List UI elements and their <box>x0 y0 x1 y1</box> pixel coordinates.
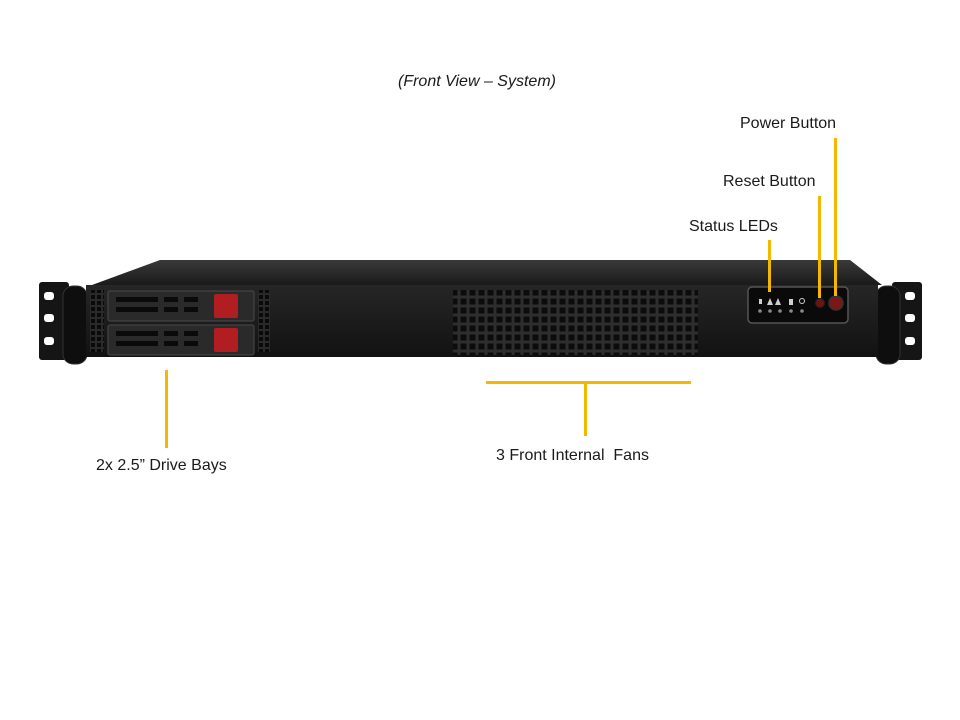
fans-bracket-horizontal <box>486 381 691 384</box>
fans-bracket-vertical <box>584 381 587 436</box>
left-vent <box>90 290 104 352</box>
reset-button-label: Reset Button <box>723 173 816 190</box>
drive-area-vent <box>258 290 270 352</box>
hdd-led-icon <box>759 299 762 304</box>
left-rack-ear <box>39 282 88 365</box>
reset-button-leader <box>818 196 821 298</box>
network-led-icon <box>767 298 773 305</box>
drive-bays-label: 2x 2.5” Drive Bays <box>96 457 227 474</box>
power-button-leader <box>834 138 837 296</box>
power-led-icon <box>799 298 805 304</box>
control-panel <box>747 286 849 324</box>
power-button-label: Power Button <box>740 115 837 132</box>
drive-latch-icon <box>214 328 238 352</box>
warning-led-icon <box>775 298 781 305</box>
reset-button-icon <box>815 298 825 308</box>
diagram-title: (Front View – System) <box>398 73 556 90</box>
power-button-icon <box>828 295 844 311</box>
drive-bays-leader <box>165 370 168 448</box>
status-leds-label: Status LEDs <box>689 218 778 235</box>
fan-vent-mesh <box>453 290 698 355</box>
drive-latch-icon <box>214 294 238 318</box>
drive-bay-1 <box>107 290 255 322</box>
chassis-top-cover <box>92 260 882 285</box>
drive-bay-2 <box>107 324 255 356</box>
overheat-led-icon <box>789 299 793 305</box>
fans-label: 3 Front Internal Fans <box>496 447 649 464</box>
right-rack-ear <box>875 282 922 365</box>
status-leds-leader <box>768 240 771 292</box>
